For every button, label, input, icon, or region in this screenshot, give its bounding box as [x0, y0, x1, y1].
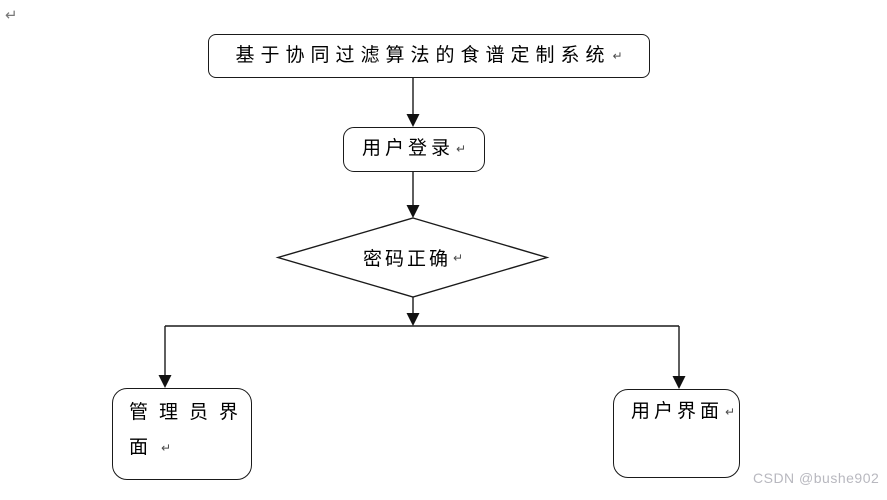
node-password-decision-label: 密码正确	[362, 249, 451, 270]
node-system-title: 基于协同过滤算法的食谱定制系统↵	[208, 34, 650, 78]
node-user-interface: 用户界面↵	[613, 389, 740, 478]
return-mark-icon: ↵	[725, 405, 736, 419]
return-mark-icon: ↵	[161, 441, 172, 455]
node-system-title-label: 基于协同过滤算法的食谱定制系统	[235, 44, 611, 66]
node-password-decision: 密码正确↵	[278, 218, 548, 297]
return-mark-icon: ↵	[612, 48, 623, 63]
node-user-login: 用户登录↵	[343, 127, 485, 172]
arrowhead-icon	[672, 376, 686, 389]
return-mark-icon: ↵	[452, 250, 464, 265]
arrowhead-icon	[406, 313, 420, 326]
node-admin-interface-line2: 面↵	[129, 437, 172, 458]
node-admin-interface-line1: 管理员界	[129, 402, 250, 423]
arrowhead-icon	[158, 375, 172, 388]
node-user-login-label: 用户登录	[361, 138, 454, 160]
paragraph-mark-icon: ↵	[5, 6, 18, 24]
arrowhead-icon	[406, 114, 420, 127]
arrowhead-icon	[406, 205, 420, 218]
return-mark-icon: ↵	[455, 142, 467, 157]
node-user-interface-label: 用户界面	[631, 401, 724, 422]
node-admin-interface: 管理员界 面↵	[112, 388, 252, 480]
csdn-watermark: CSDN @bushe902	[753, 470, 880, 486]
